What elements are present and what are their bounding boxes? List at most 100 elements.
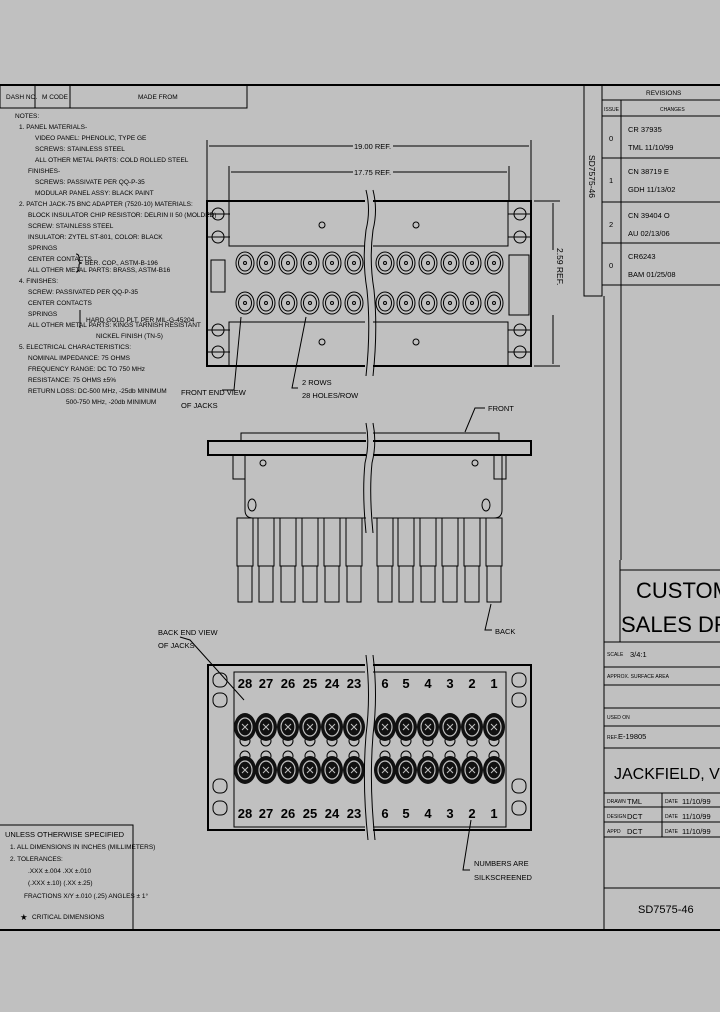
note-line: NICKEL FINISH (TN-5)	[96, 333, 163, 340]
ref-label: REF.	[607, 735, 618, 741]
jack-number: 6	[381, 806, 388, 821]
note-line: FINISHES-	[28, 168, 60, 175]
jack-number: 24	[325, 806, 340, 821]
revision-issue: 0	[609, 134, 613, 143]
jack-front	[235, 291, 255, 315]
height-dimension: 2.59 REF.	[555, 248, 565, 285]
jack-back	[234, 750, 256, 784]
note-line: SCREWS: PASSIVATE PER QQ-P-35	[35, 179, 145, 186]
critical-dimensions-label: CRITICAL DIMENSIONS	[32, 914, 105, 921]
m-code-header: M CODE	[42, 94, 69, 101]
jack-back	[374, 750, 396, 784]
jack-number: 23	[347, 676, 361, 691]
back-view-label: OF JACKS	[158, 641, 195, 650]
made-from-header: MADE FROM	[138, 94, 178, 101]
revision-change: CN 39404 O	[628, 211, 670, 220]
mounting-hole	[206, 323, 230, 337]
front-label: FRONT	[488, 404, 514, 413]
jack-front	[396, 291, 416, 315]
jack-back	[417, 713, 439, 747]
mounting-hole	[212, 778, 228, 794]
note-line: SCREW: PASSIVATED PER QQ-P-35	[28, 289, 138, 296]
jack-number: 27	[259, 676, 273, 691]
front-view: 19.00 REF. 17.75 REF. 2.59 REF. FRONT EN…	[181, 140, 565, 410]
front-view-label: FRONT END VIEW	[181, 388, 247, 397]
revisions-block: SD7575-46 REVISIONS ISSUE CHANGES 0CR 37…	[583, 84, 720, 560]
mounting-hole	[511, 778, 527, 794]
mounting-hole	[206, 345, 230, 359]
jack-number: 2	[468, 806, 475, 821]
jack-back	[395, 750, 417, 784]
approved-by: DCT	[627, 827, 643, 836]
back-view-label: BACK END VIEW	[158, 628, 219, 637]
note-line: CENTER CONTACTS	[28, 300, 92, 307]
tolerance-line: .XXX ±.004 .XX ±.010	[28, 868, 92, 875]
screw-icon	[318, 221, 326, 229]
tolerance-line: (.XXX ±.10) (.XX ±.25)	[28, 880, 93, 887]
mounting-hole	[511, 672, 527, 688]
note-line: 500-750 MHz, -20db MINIMUM	[66, 399, 156, 406]
drawn-label: DRAWN	[607, 799, 626, 805]
brace-text-materials: BER. COP., ASTM-B-196	[85, 260, 158, 267]
back-label: BACK	[495, 627, 515, 636]
back-jack-array	[234, 713, 505, 784]
revisions-title: REVISIONS	[646, 90, 682, 97]
note-line: NOTES:	[15, 113, 39, 120]
note-line: MODULAR PANEL ASSY: BLACK PAINT	[35, 190, 154, 197]
jack-number: 23	[347, 806, 361, 821]
note-line: SPRINGS	[28, 311, 58, 318]
jack-back	[461, 750, 483, 784]
rows-label: 28 HOLES/ROW	[302, 391, 359, 400]
jack-front	[344, 251, 364, 275]
revision-author-date: BAM 01/25/08	[628, 270, 676, 279]
mounting-hole	[511, 800, 527, 816]
jack-number: 5	[402, 676, 409, 691]
jack-number: 25	[303, 806, 317, 821]
mounting-hole	[508, 230, 532, 244]
note-line: ALL OTHER METAL PARTS: COLD ROLLED STEEL	[35, 157, 189, 164]
mounting-hole	[212, 692, 228, 708]
silkscreen-label: NUMBERS ARE	[474, 859, 529, 868]
jack-front	[322, 251, 342, 275]
note-line: RESISTANCE: 75 OHMS ±5%	[28, 377, 116, 384]
used-on-label: USED ON	[607, 715, 630, 721]
drawn-date: 11/10/99	[682, 797, 711, 806]
jack-back	[439, 750, 461, 784]
revision-author-date: AU 02/13/06	[628, 229, 670, 238]
front-jack-array	[235, 251, 504, 315]
revision-issue: 0	[609, 261, 613, 270]
revision-author-date: TML 11/10/99	[628, 143, 673, 152]
jack-front	[396, 251, 416, 275]
jack-back	[299, 713, 321, 747]
jack-front	[484, 251, 504, 275]
drawing-title: JACKFIELD, VIDEO	[614, 766, 720, 783]
jack-side	[441, 517, 459, 603]
revision-row: 2CN 39404 OAU 02/13/06	[609, 211, 670, 238]
jack-side	[236, 517, 254, 603]
brace-text-finishes: HARD GOLD PLT. PER MIL-G-45204	[86, 317, 195, 324]
mounting-hole	[206, 207, 230, 221]
mounting-hole	[508, 323, 532, 337]
mounting-hole	[508, 345, 532, 359]
note-line: 1. PANEL MATERIALS-	[19, 124, 87, 131]
jack-number: 1	[490, 676, 497, 691]
note-line: 5. ELECTRICAL CHARACTERISTICS:	[19, 344, 131, 351]
tolerance-line: 1. ALL DIMENSIONS IN INCHES (MILLIMETERS…	[10, 844, 155, 851]
jack-back	[374, 713, 396, 747]
jack-number: 24	[325, 676, 340, 691]
note-line: RETURN LOSS: DC-500 MHz, -25db MINIMUM	[28, 388, 167, 395]
jack-back	[395, 713, 417, 747]
jack-front	[375, 291, 395, 315]
jack-side	[376, 517, 394, 603]
jack-front	[278, 251, 298, 275]
screw-icon	[471, 459, 479, 467]
note-line: ALL OTHER METAL PARTS: KINGS TARNISH RES…	[28, 322, 201, 329]
jack-number: 28	[238, 806, 252, 821]
note-line: ALL OTHER METAL PARTS: BRASS, ASTM-B16	[28, 267, 171, 274]
tolerances-block: UNLESS OTHERWISE SPECIFIED 1. ALL DIMENS…	[0, 824, 155, 930]
silkscreen-label: SILKSCREENED	[474, 873, 533, 882]
design-date: 11/10/99	[682, 812, 711, 821]
